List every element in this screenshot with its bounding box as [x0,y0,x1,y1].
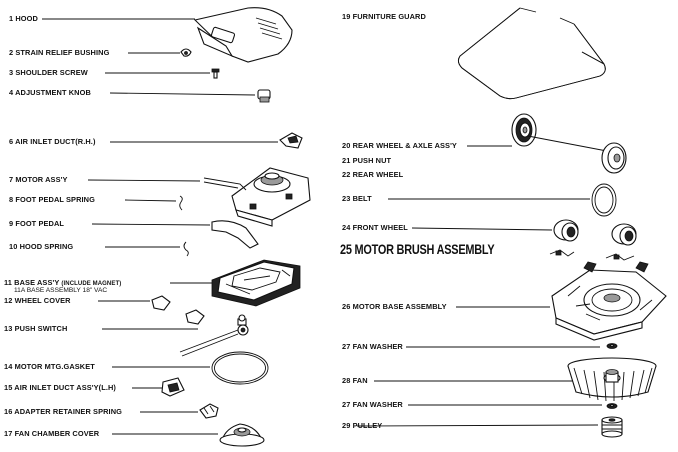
label-rear-wheel: 22 REAR WHEEL [342,170,404,179]
label-push-switch: 13 PUSH SWITCH [4,324,68,333]
label-pulley: 29 PULLEY [342,421,383,430]
air-inlet-duct-rh-part [279,132,303,149]
label-fan-washer-bottom: 27 FAN WASHER [342,400,403,409]
push-switch-part [179,314,249,357]
label-motor-mtg-gasket: 14 MOTOR MTG.GASKET [4,362,95,371]
foot-pedal-spring-part [179,195,183,211]
label-strain-relief-bushing: 2 STRAIN RELIEF BUSHING [9,48,110,57]
leader-lines-left [42,18,278,435]
motor-brush-part [549,249,635,261]
label-air-inlet-duct-lh: 15 AIR INLET DUCT ASS'Y(L.H) [4,383,116,392]
label-base-assembly-sub: 11A BASE ASSEMBLY 18" VAC [14,287,108,294]
fan-washer-top-part [606,343,618,349]
label-foot-pedal-spring: 8 FOOT PEDAL SPRING [9,195,95,204]
adjustment-knob-part [257,89,271,103]
label-shoulder-screw: 3 SHOULDER SCREW [9,68,88,77]
base-assembly-part [211,259,301,307]
label-fan-washer-top: 27 FAN WASHER [342,342,403,351]
fan-washer-bottom-part [606,403,618,409]
furniture-guard-part [457,7,606,100]
label-motor-base-assembly: 26 MOTOR BASE ASSEMBLY [342,302,447,311]
label-furniture-guard: 19 FURNITURE GUARD [342,12,426,21]
label-fan: 28 FAN [342,376,368,385]
label-adjustment-knob: 4 ADJUSTMENT KNOB [9,88,91,97]
front-wheel-part [553,219,637,246]
hood-spring-part [183,241,189,257]
adapter-retainer-spring-part [199,403,219,419]
label-foot-pedal: 9 FOOT PEDAL [9,219,64,228]
label-motor-brush-assembly: 25 MOTOR BRUSH ASSEMBLY [340,241,495,257]
label-push-nut: 21 PUSH NUT [342,156,392,165]
motor-assembly-part [203,167,311,227]
shoulder-screw-part [211,68,220,79]
label-hood-spring: 10 HOOD SPRING [9,242,74,251]
label-hood: 1 HOOD [9,14,38,23]
label-adapter-retainer-spring: 16 ADAPTER RETAINER SPRING [4,407,122,416]
label-motor-assembly: 7 MOTOR ASS'Y [9,175,68,184]
label-belt: 23 BELT [342,194,372,203]
foot-pedal-part [211,220,259,249]
fan-chamber-cover-part [219,423,265,447]
label-fan-chamber-cover: 17 FAN CHAMBER COVER [4,429,100,438]
belt-part [591,183,617,217]
wheel-cover-part [151,295,205,325]
motor-base-assembly-part [551,261,667,341]
strain-relief-bushing-part [180,48,192,57]
pulley-part [601,416,623,438]
label-base-assembly-note: (INCLUDE MAGNET) [61,281,122,287]
fan-part [567,357,657,402]
label-front-wheel: 24 FRONT WHEEL [342,223,408,232]
label-wheel-cover: 12 WHEEL COVER [4,296,71,305]
label-rear-wheel-axle: 20 REAR WHEEL & AXLE ASS'Y [342,141,457,150]
label-base-assembly: 11 BASE ASS'Y (INCLUDE MAGNET) [4,278,121,289]
motor-mounting-gasket-part [211,351,269,385]
label-base-assembly-text: 11 BASE ASS'Y [4,278,60,287]
hood-part [193,7,293,63]
leader-lines-right [356,145,602,427]
label-air-inlet-duct-rh: 6 AIR INLET DUCT(R.H.) [9,137,96,146]
air-inlet-duct-lh-part [161,377,185,397]
rear-wheel-and-axle-part [511,113,627,174]
